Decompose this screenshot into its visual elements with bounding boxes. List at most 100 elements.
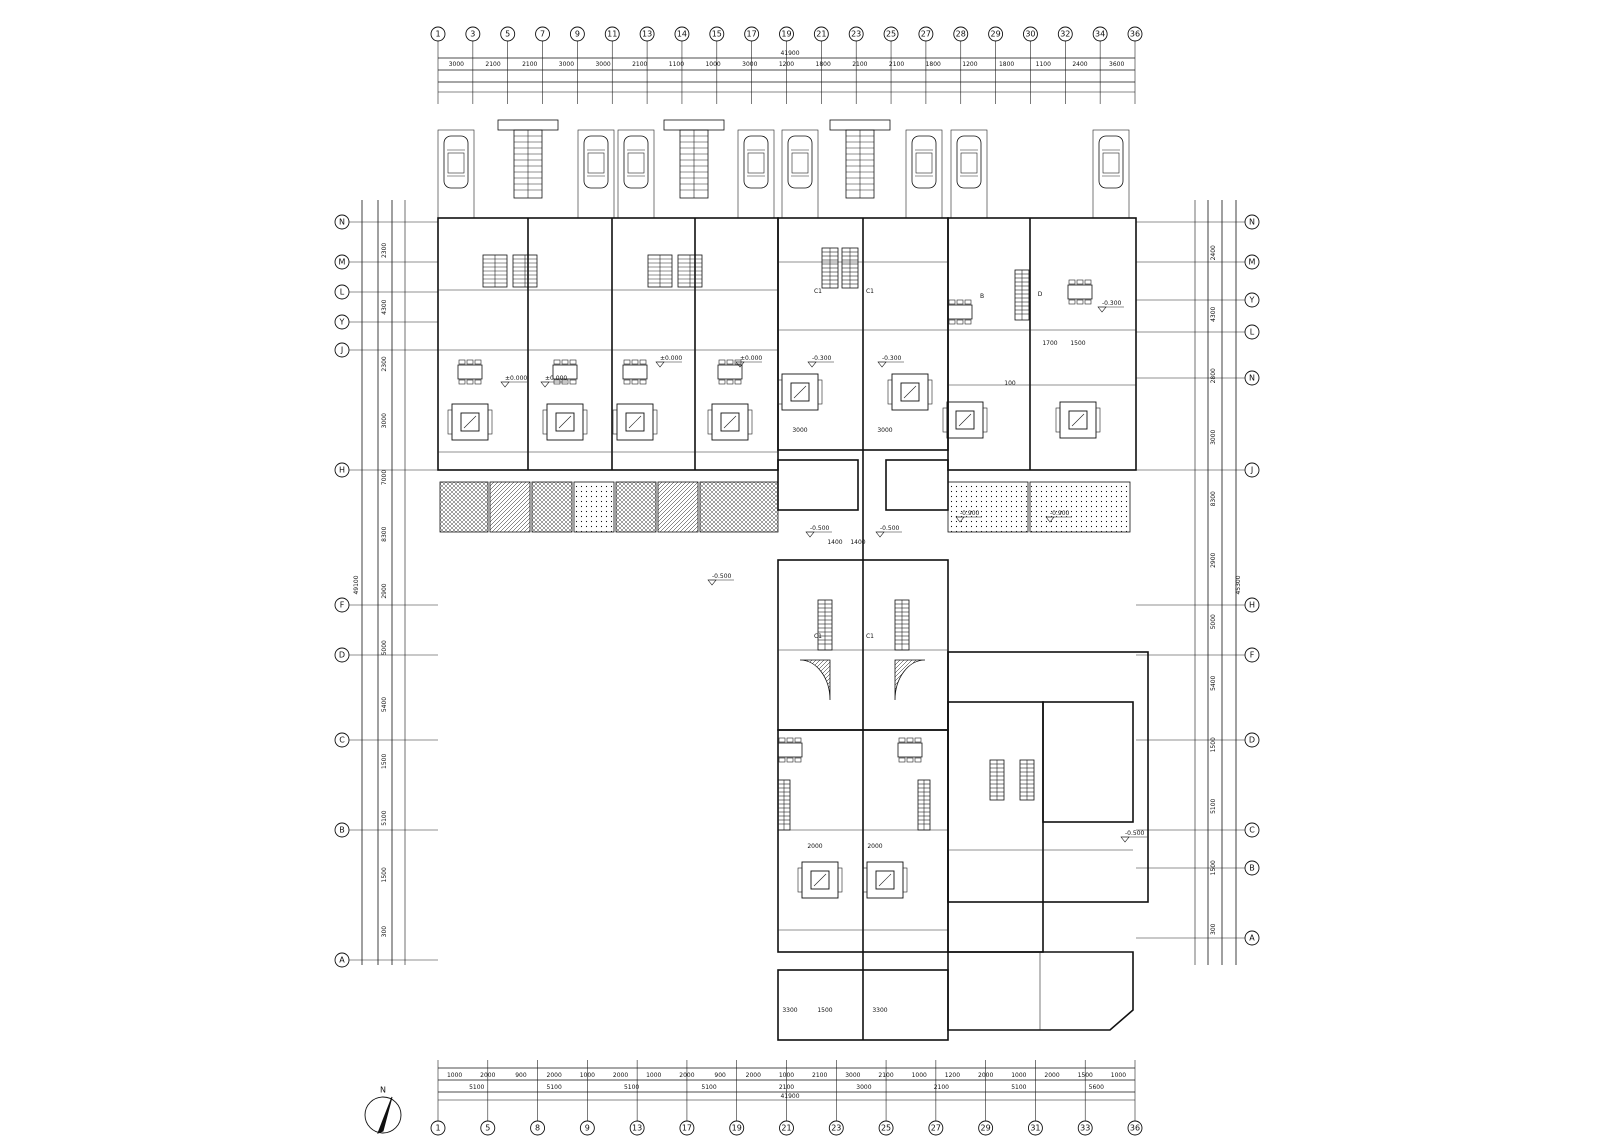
left-axis-bubble: J — [334, 342, 350, 358]
bottom-dimension-total: 5600 — [1089, 1084, 1104, 1091]
bottom-dimension: 1000 — [447, 1072, 462, 1079]
bottom-axis-bubble: 13 — [629, 1120, 645, 1136]
bottom-dimension: 3000 — [845, 1072, 860, 1079]
dining-table — [897, 737, 923, 763]
bottom-dimension-total: 2100 — [779, 1084, 794, 1091]
top-dimension: 1200 — [962, 61, 977, 68]
bottom-dimension: 2000 — [547, 1072, 562, 1079]
bottom-dimension: 900 — [515, 1072, 527, 1079]
top-dimension: 1800 — [999, 61, 1014, 68]
level-markers: ±0.000±0.000±0.000±0.000-0.300-0.300-0.9… — [500, 300, 1147, 843]
bottom-dimension-total: 5100 — [1011, 1084, 1026, 1091]
left-dimension: 7000 — [381, 470, 388, 485]
living-sofa-set — [707, 403, 753, 441]
left-axis-bubble-label: N — [339, 218, 345, 227]
room-label: 1500 — [817, 1007, 832, 1014]
right-dimension: 5100 — [1210, 798, 1217, 813]
dining-table — [777, 737, 803, 763]
living-sofa-set — [542, 403, 588, 441]
room-label: C1 — [814, 288, 822, 295]
bottom-dimension: 2000 — [480, 1072, 495, 1079]
left-total-dimension: 49100 — [353, 575, 360, 594]
top-axis-bubble: 5 — [500, 26, 516, 42]
right-axis-bubble-label: H — [1249, 601, 1255, 610]
top-axis-bubble: 34 — [1092, 26, 1108, 42]
parking-car — [950, 129, 988, 219]
north-terraces — [439, 459, 1131, 533]
bottom-axis-bubble: 1 — [430, 1120, 446, 1136]
right-axis-bubble-label: N — [1249, 374, 1255, 383]
bottom-axis-bubble: 5 — [480, 1120, 496, 1136]
left-axis-bubble-label: L — [340, 288, 345, 297]
parking-car — [1092, 129, 1130, 219]
left-dimension: 2300 — [381, 356, 388, 371]
right-dimension: 2900 — [1210, 552, 1217, 567]
internal-stair — [647, 254, 673, 288]
top-axis-bubble-label: 9 — [575, 30, 580, 39]
dining-table — [622, 359, 648, 385]
internal-stair — [894, 599, 910, 651]
top-dimension: 3600 — [1109, 61, 1124, 68]
right-dimension: 4300 — [1210, 306, 1217, 321]
top-axis-bubble: 29 — [988, 26, 1004, 42]
top-axis-bubble: 13 — [639, 26, 655, 42]
left-dimension-lines: 49100 — [353, 200, 406, 965]
internal-stair — [512, 254, 538, 288]
top-axis-bubble-label: 5 — [505, 30, 510, 39]
bottom-dimension: 2000 — [1044, 1072, 1059, 1079]
right-dimension-values: 2400430028003000830029005000540015005100… — [1210, 245, 1217, 935]
right-axis-bubble: Y — [1244, 292, 1260, 308]
parking-car — [781, 129, 819, 219]
left-dimension: 8300 — [381, 526, 388, 541]
internal-stair — [841, 247, 859, 289]
bottom-dimension-lines: 41900 — [437, 1060, 1136, 1121]
left-axis-bubble: A — [334, 952, 350, 968]
top-dimension: 3000 — [595, 61, 610, 68]
right-dimension: 5000 — [1210, 614, 1217, 629]
level-marker: ±0.000 — [540, 375, 567, 388]
bottom-total-dimension: 41900 — [780, 1093, 799, 1100]
bottom-dimension: 900 — [714, 1072, 726, 1079]
level-marker: -0.500 — [805, 525, 832, 538]
room-label: C1 — [814, 633, 822, 640]
left-dimension: 3000 — [381, 413, 388, 428]
dining-table — [717, 359, 743, 385]
bottom-axis-bubble: 27 — [928, 1120, 944, 1136]
left-axis-bubble: H — [334, 462, 350, 478]
living-sofa-set — [942, 401, 988, 439]
left-axis-bubble-label: J — [340, 346, 343, 355]
left-dimension: 2900 — [381, 583, 388, 598]
top-axis-bubble-label: 23 — [851, 30, 861, 39]
bottom-dimension: 2100 — [878, 1072, 893, 1079]
top-total-dimension: 41900 — [780, 50, 799, 57]
parking-car — [437, 129, 475, 219]
top-dimension: 1200 — [779, 61, 794, 68]
right-dimension: 1500 — [1210, 737, 1217, 752]
right-dimension: 1500 — [1210, 860, 1217, 875]
south-east-block — [947, 651, 1149, 1031]
bottom-dimension: 1000 — [1011, 1072, 1026, 1079]
top-dimension: 1000 — [705, 61, 720, 68]
right-axis-bubble-label: B — [1249, 864, 1255, 873]
living-sofa-set — [887, 373, 933, 411]
bottom-axis-bubble: 9 — [579, 1120, 595, 1136]
top-axis-bubble-label: 14 — [677, 30, 687, 39]
top-axis-bubble: 23 — [848, 26, 864, 42]
bottom-axis-bubble-label: 17 — [682, 1124, 692, 1133]
bottom-dimension-total: 5100 — [547, 1084, 562, 1091]
top-axis-bubble-label: 28 — [956, 30, 966, 39]
room-label: C1 — [866, 288, 874, 295]
right-axis-bubble: D — [1244, 732, 1260, 748]
internal-stair — [817, 599, 833, 651]
level-value: -0.300 — [812, 355, 832, 362]
room-label: 2000 — [867, 843, 882, 850]
level-value: -0.900 — [1050, 510, 1070, 517]
bottom-axis-bubble-label: 5 — [485, 1124, 490, 1133]
top-dimension: 1100 — [669, 61, 684, 68]
stair-run — [663, 119, 725, 199]
top-axis-bubble-label: 34 — [1095, 30, 1105, 39]
top-axis-bubble: 28 — [953, 26, 969, 42]
right-dimension: 8300 — [1210, 491, 1217, 506]
left-axis-bubble-label: C — [339, 736, 345, 745]
